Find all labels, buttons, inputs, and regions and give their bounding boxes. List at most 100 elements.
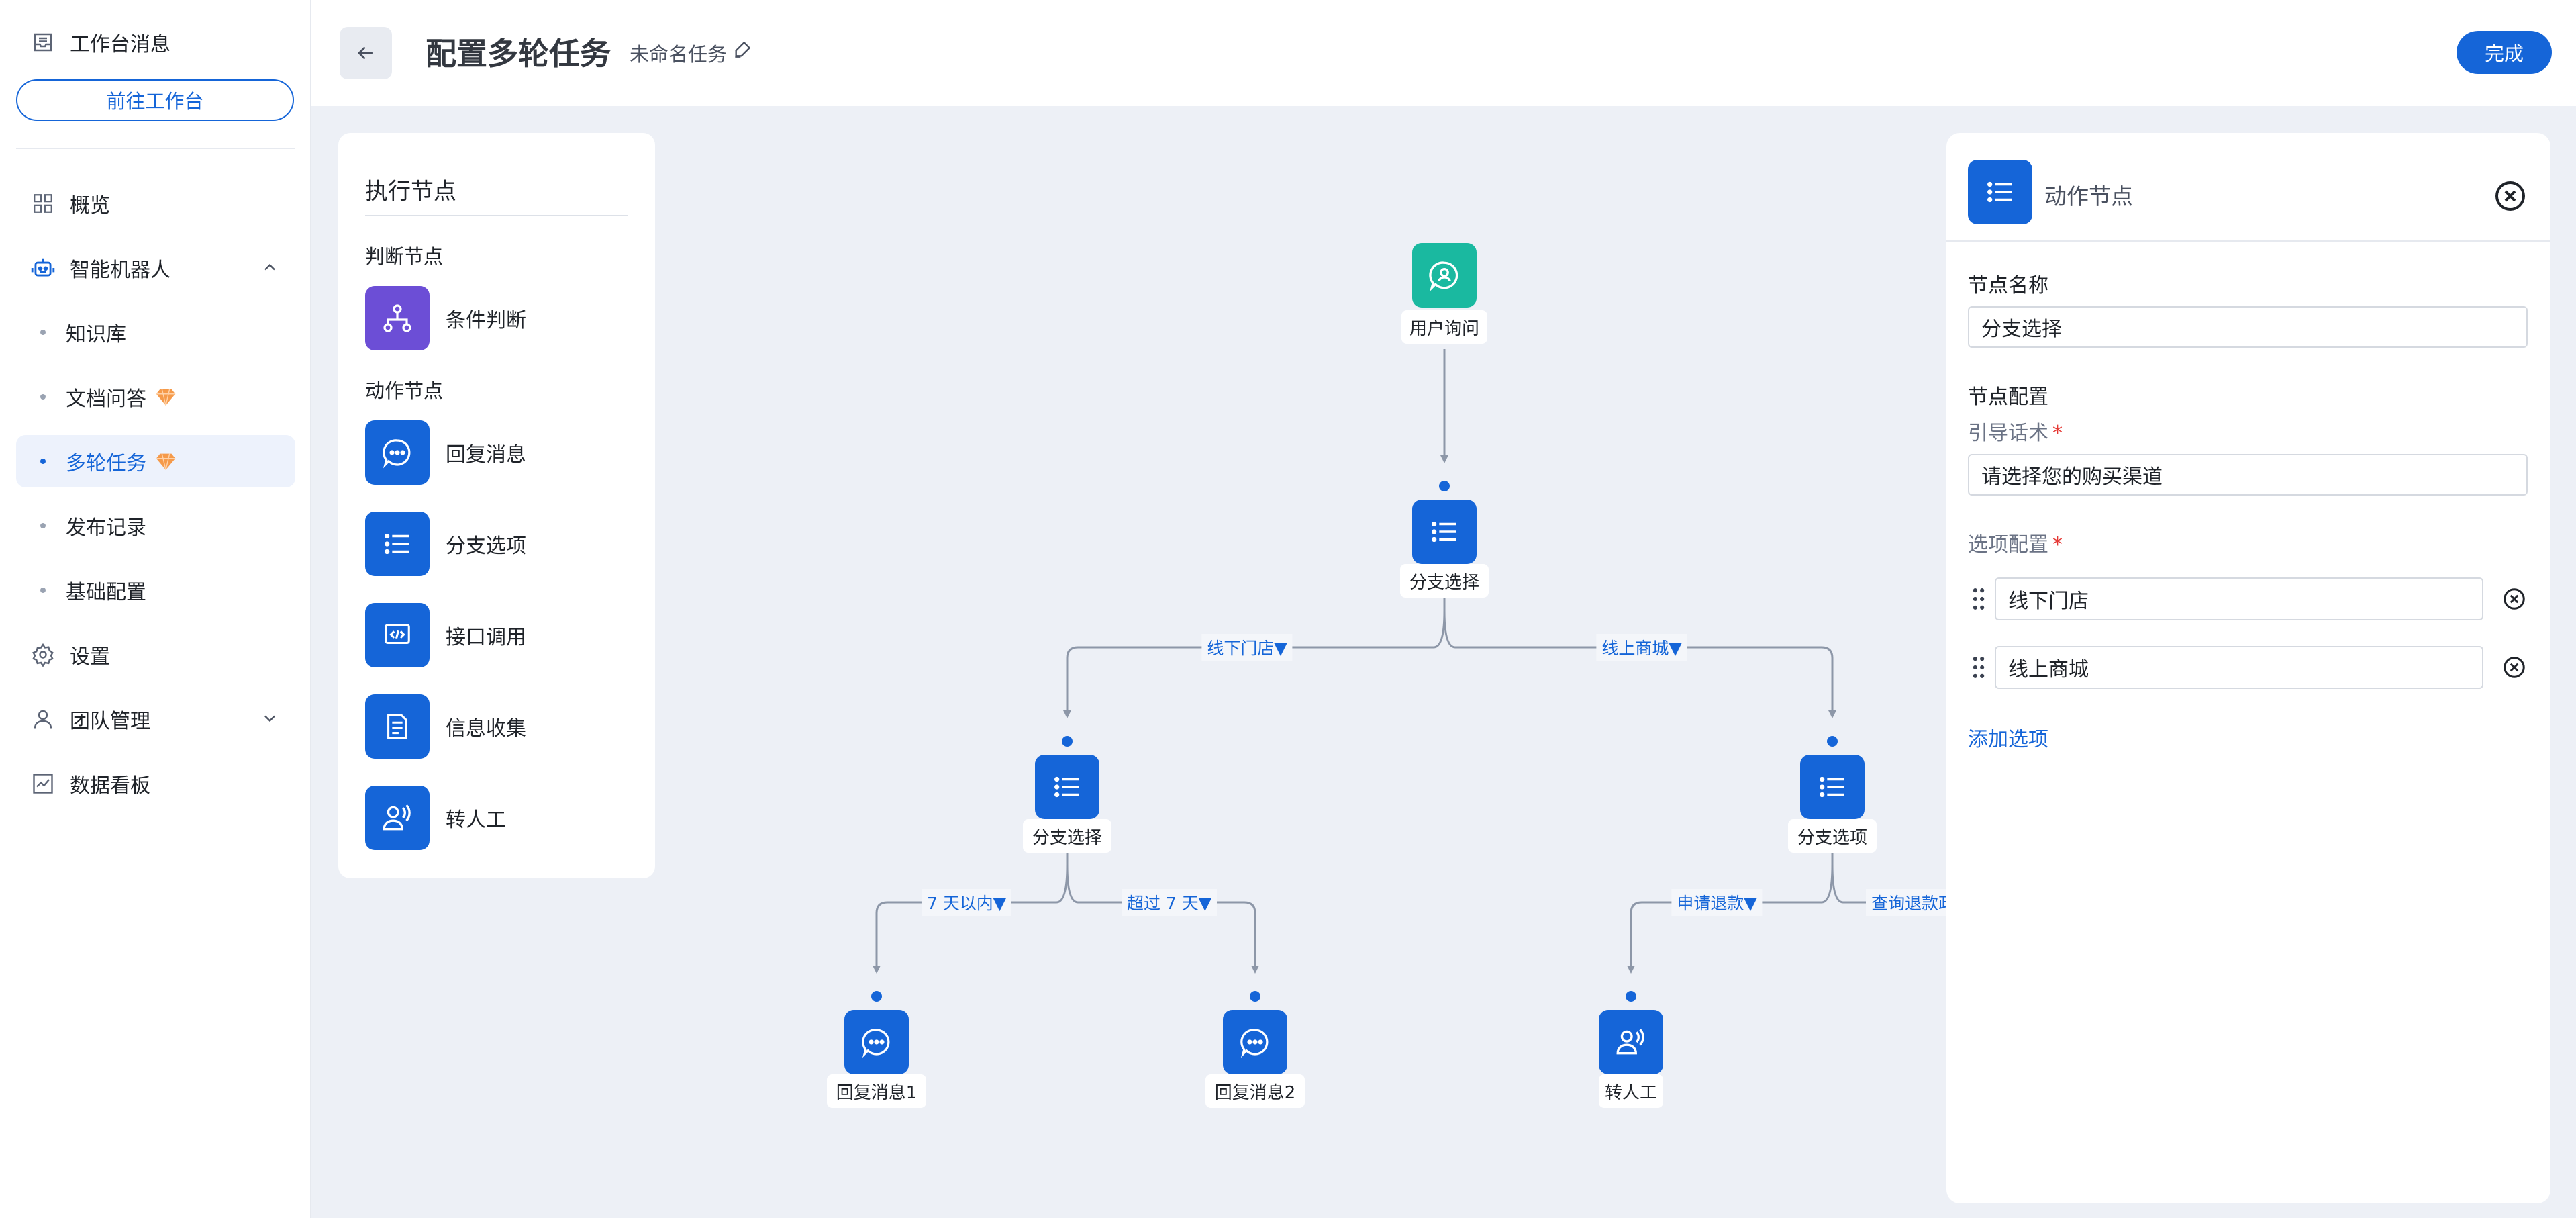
sidebar-item-multiturn[interactable]: 多轮任务 <box>16 435 295 487</box>
list-icon <box>1035 755 1099 819</box>
list-icon <box>1800 755 1865 819</box>
sidebar-item-label: 基础配置 <box>66 581 146 604</box>
edit-icon[interactable] <box>732 39 753 60</box>
prompt-input[interactable]: 请选择您的购买渠道 <box>1968 454 2528 496</box>
palette-item-label: 接口调用 <box>446 626 526 649</box>
sidebar-item-dashboard[interactable]: 数据看板 <box>16 757 295 810</box>
sidebar-item-label: 设置 <box>70 645 110 669</box>
node-config-label: 节点配置 <box>1968 385 2048 409</box>
remove-icon[interactable] <box>2502 587 2526 611</box>
edge-label-online[interactable]: 线上商城▼ <box>1596 634 1687 661</box>
sidebar-item-settings[interactable]: 设置 <box>16 628 295 681</box>
drag-handle-icon[interactable] <box>1971 655 1987 680</box>
done-button[interactable]: 完成 <box>2457 31 2552 74</box>
port-dot[interactable] <box>1250 991 1260 1002</box>
sidebar-item-docqa[interactable]: 文档问答 <box>16 371 295 423</box>
palette-item-condition[interactable]: 条件判断 <box>365 286 628 350</box>
list-icon <box>365 512 430 576</box>
palette-item-api[interactable]: 接口调用 <box>365 603 628 667</box>
inbox-icon <box>30 29 56 56</box>
option-row: 线上商城 <box>1968 646 2532 689</box>
edge-within7 <box>873 851 1069 974</box>
flow-node-label: 分支选项 <box>1788 819 1877 853</box>
bullet <box>40 588 46 593</box>
palette-item-collect[interactable]: 信息收集 <box>365 694 628 759</box>
palette-item-label: 回复消息 <box>446 443 526 467</box>
edge-label-within7[interactable]: 7 天以内▼ <box>921 889 1012 916</box>
agent-icon <box>365 786 430 850</box>
sidebar-item-label: 发布记录 <box>66 516 146 540</box>
add-option-link[interactable]: 添加选项 <box>1968 728 2048 751</box>
sidebar-divider <box>16 148 295 149</box>
port-dot[interactable] <box>871 991 882 1002</box>
palette-divider <box>365 215 628 216</box>
sidebar-item-label: 团队管理 <box>70 710 150 733</box>
chat-bubble-icon <box>844 1010 909 1074</box>
required-mark: * <box>2052 422 2063 445</box>
palette-item-branch[interactable]: 分支选项 <box>365 512 628 576</box>
node-name-label: 节点名称 <box>1968 274 2048 297</box>
remove-icon[interactable] <box>2502 655 2526 680</box>
list-icon <box>1412 500 1477 564</box>
close-icon[interactable] <box>2494 180 2526 212</box>
gear-icon <box>30 641 56 668</box>
options-label: 选项配置* <box>1968 528 2063 557</box>
palette-item-label: 分支选项 <box>446 534 526 558</box>
bullet <box>40 330 46 335</box>
back-button[interactable] <box>340 27 392 79</box>
node-config-panel: 动作节点 节点名称 分支选择 节点配置 引导话术* 请选择您的购买渠道 选项配置… <box>1946 133 2550 1203</box>
task-name[interactable]: 未命名任务 <box>630 43 728 66</box>
diamond-icon <box>156 389 176 406</box>
chevron-up-icon[interactable] <box>260 258 279 282</box>
list-icon <box>1968 160 2032 224</box>
edge-label-over7[interactable]: 超过 7 天▼ <box>1121 889 1218 916</box>
sidebar-item-label: 智能机器人 <box>70 259 170 282</box>
option-row: 线下门店 <box>1968 577 2532 620</box>
sidebar-inbox-label: 工作台消息 <box>70 33 170 56</box>
edge-label-refund[interactable]: 申请退款▼ <box>1671 889 1763 916</box>
flow-node-label: 分支选择 <box>1400 564 1489 598</box>
sidebar-item-knowledge[interactable]: 知识库 <box>16 306 295 359</box>
bullet <box>40 459 46 464</box>
sidebar-item-label: 数据看板 <box>70 774 150 798</box>
option-input[interactable]: 线上商城 <box>1995 646 2483 689</box>
option-input[interactable]: 线下门店 <box>1995 577 2483 620</box>
form-icon <box>365 694 430 759</box>
palette-item-reply[interactable]: 回复消息 <box>365 420 628 485</box>
palette-item-human[interactable]: 转人工 <box>365 786 628 850</box>
page-title: 配置多轮任务 <box>426 36 611 72</box>
hierarchy-icon <box>365 286 430 350</box>
flow-node-label: 回复消息2 <box>1205 1074 1305 1108</box>
agent-icon <box>1599 1010 1663 1074</box>
flow-node-label: 用户询问 <box>1401 310 1487 344</box>
port-dot[interactable] <box>1626 991 1636 1002</box>
sidebar-inbox[interactable]: 工作台消息 <box>16 16 295 68</box>
port-dot[interactable] <box>1439 481 1450 491</box>
flow-connectors <box>871 349 1949 1002</box>
goto-workbench-button[interactable]: 前往工作台 <box>16 79 294 121</box>
port-dot[interactable] <box>1062 736 1073 747</box>
header: 配置多轮任务 未命名任务 完成 <box>311 0 2576 106</box>
drag-handle-icon[interactable] <box>1971 587 1987 611</box>
bullet <box>40 394 46 400</box>
flow-node-label: 回复消息1 <box>827 1074 926 1108</box>
edge-label-offline[interactable]: 线下门店▼ <box>1201 634 1293 661</box>
panel-title: 动作节点 <box>2044 183 2133 209</box>
sidebar-item-label: 概览 <box>70 194 110 218</box>
node-name-input[interactable]: 分支选择 <box>1968 306 2528 348</box>
code-icon <box>365 603 430 667</box>
chevron-down-icon[interactable] <box>260 709 279 733</box>
port-dot[interactable] <box>1827 736 1838 747</box>
sidebar-item-label: 知识库 <box>66 323 126 346</box>
palette-item-label: 转人工 <box>446 808 506 832</box>
edge-online <box>1443 610 1836 718</box>
sidebar-item-publish[interactable]: 发布记录 <box>16 500 295 552</box>
arrow-left-icon <box>358 46 373 60</box>
sidebar-item-team[interactable]: 团队管理 <box>16 693 295 745</box>
sidebar-item-robot[interactable]: 智能机器人 <box>16 242 295 294</box>
sidebar-item-overview[interactable]: 概览 <box>16 177 295 230</box>
edge-over7 <box>1066 864 1259 974</box>
bullet <box>40 523 46 528</box>
sidebar-item-basic[interactable]: 基础配置 <box>16 564 295 616</box>
palette-section-action: 动作节点 <box>365 379 444 402</box>
